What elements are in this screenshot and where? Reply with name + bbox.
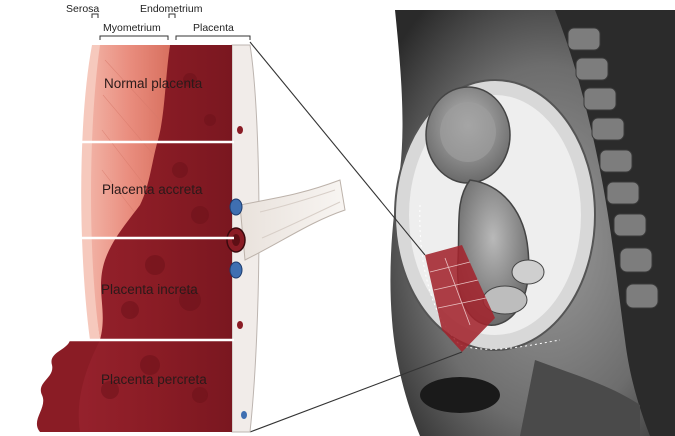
serosa-label: Serosa <box>66 3 99 15</box>
band-label-increta: Placenta increta <box>101 282 198 297</box>
mri-bladder <box>420 377 500 413</box>
band-label-accreta: Placenta accreta <box>102 182 203 197</box>
band-label-normal: Normal placenta <box>104 76 202 91</box>
myometrium-label: Myometrium <box>103 22 161 34</box>
placenta-label: Placenta <box>193 22 234 34</box>
endometrium-label: Endometrium <box>140 3 202 15</box>
mri-panel <box>370 10 675 436</box>
band-label-percreta: Placenta percreta <box>101 372 207 387</box>
